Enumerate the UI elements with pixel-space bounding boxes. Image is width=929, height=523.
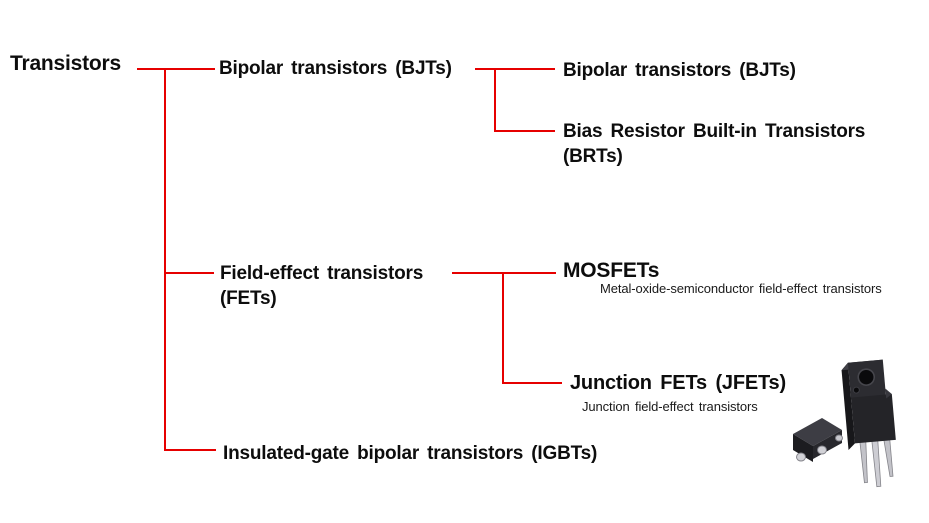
connector-line [164, 68, 166, 451]
to220-package-icon [841, 359, 896, 488]
node-jfet: Junction FETs (JFETs) [570, 372, 786, 394]
node-jfet-subtitle: Junction field-effect transistors [582, 399, 758, 414]
connector-line [494, 68, 496, 132]
connector-line [164, 449, 216, 451]
connector-line [452, 272, 556, 274]
transistor-packages-illustration [793, 359, 896, 488]
node-mosfet: MOSFETs [563, 259, 660, 282]
connector-line [502, 382, 562, 384]
connector-line [475, 68, 555, 70]
node-brt: Bias Resistor Built-in Transistors (BRTs… [563, 121, 866, 167]
node-fet: Field-effect transistors (FETs) [220, 263, 424, 309]
node-transistors-root: Transistors [10, 52, 122, 75]
node-bjt-child: Bipolar transistors (BJTs) [563, 60, 796, 81]
node-igbt: Insulated-gate bipolar transistors (IGBT… [223, 443, 598, 464]
connector-line [502, 272, 504, 384]
sot23-package-icon [793, 418, 843, 462]
node-bjt: Bipolar transistors (BJTs) [219, 58, 452, 79]
connector-line [164, 272, 214, 274]
node-mosfet-subtitle: Metal-oxide-semiconductor field-effect t… [600, 281, 882, 296]
connector-line [494, 130, 555, 132]
connector-line [137, 68, 215, 70]
